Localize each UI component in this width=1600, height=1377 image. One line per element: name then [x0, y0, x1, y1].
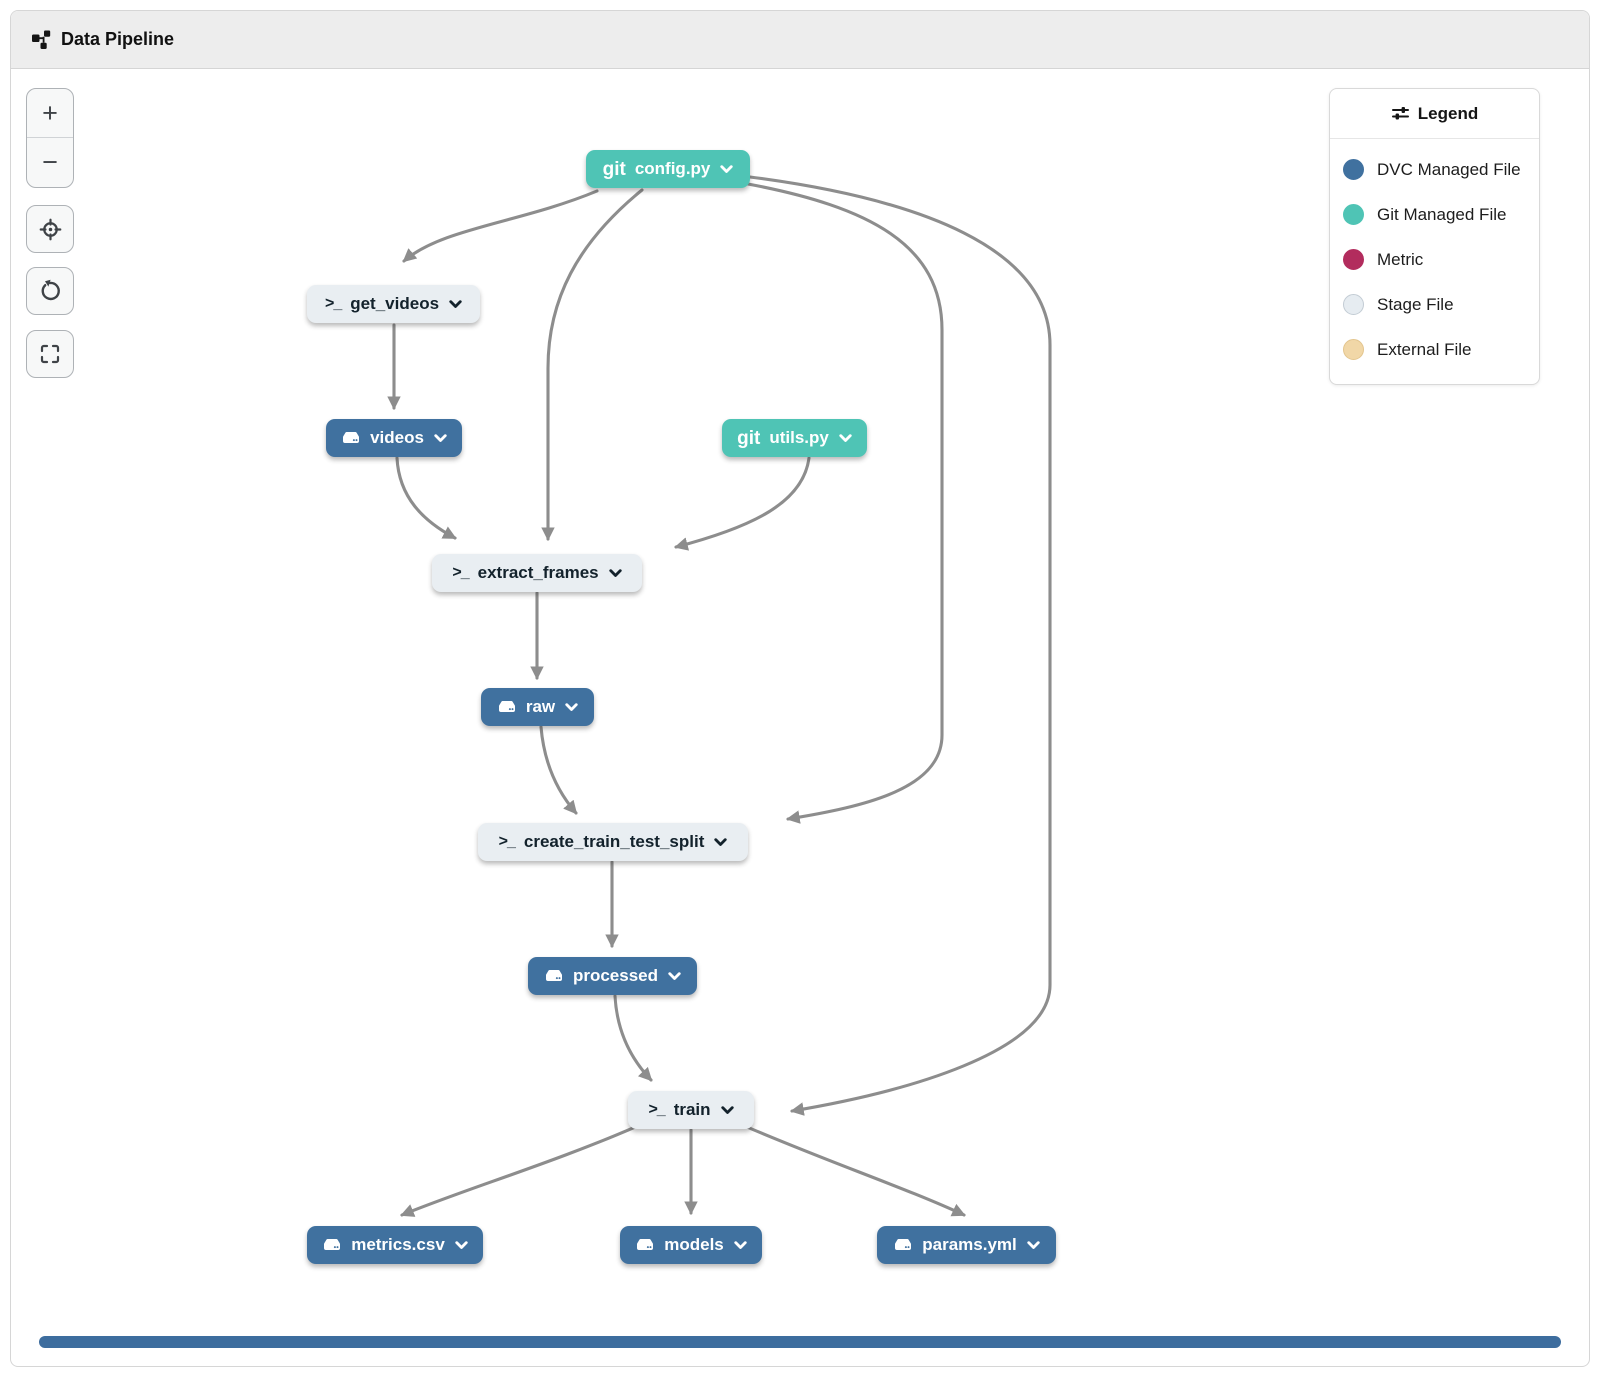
chevron-down-icon[interactable] — [720, 1105, 734, 1115]
legend-item-label: DVC Managed File — [1377, 159, 1521, 179]
node-label: videos — [370, 428, 424, 447]
git-icon: git — [602, 158, 626, 180]
chevron-down-icon[interactable] — [714, 837, 728, 847]
rotate-ccw-icon — [41, 279, 60, 301]
edge-config-to-get_videos — [402, 189, 599, 263]
legend-item: Git Managed File — [1330, 192, 1539, 237]
drive-icon — [637, 1238, 654, 1250]
terminal-icon: >_ — [324, 295, 342, 312]
legend-color-dot — [1343, 339, 1364, 360]
minus-icon: − — [42, 147, 58, 177]
legend-item-label: Metric — [1377, 249, 1424, 269]
drive-icon — [545, 969, 562, 981]
edge-train-to-metrics — [400, 1122, 644, 1217]
node-label: train — [673, 1100, 711, 1119]
edge-train-to-params — [738, 1122, 966, 1217]
edge-config-to-train — [748, 175, 1052, 1116]
chevron-down-icon[interactable] — [839, 433, 852, 443]
node-label: models — [664, 1235, 724, 1254]
terminal-icon: >_ — [648, 1101, 665, 1118]
edge-raw-to-create_split — [539, 725, 578, 815]
node-label: params.yml — [922, 1235, 1017, 1254]
node-label: processed — [572, 966, 659, 985]
fullscreen-button[interactable] — [26, 330, 74, 378]
edge-config-to-create_split — [746, 182, 944, 824]
edge-config-to-extract_frames — [541, 188, 644, 541]
drive-icon — [343, 431, 360, 443]
chevron-down-icon[interactable] — [668, 971, 681, 981]
chevron-down-icon[interactable] — [608, 568, 622, 578]
legend-item: Stage File — [1330, 282, 1539, 327]
chevron-down-icon[interactable] — [455, 1240, 468, 1250]
legend-item-label: Stage File — [1377, 294, 1454, 314]
dag-icon — [32, 30, 51, 49]
horizontal-scrollbar[interactable] — [39, 1336, 1561, 1348]
zoom-out-button[interactable]: − — [27, 138, 73, 187]
edge-processed-to-train — [613, 994, 653, 1082]
zoom-control-group: + − — [26, 88, 74, 188]
node-label: extract_frames — [477, 563, 599, 582]
legend-color-dot — [1343, 249, 1364, 270]
drive-icon — [895, 1238, 912, 1250]
node-extract_frames[interactable]: >_ extract_frames — [432, 554, 642, 592]
node-label: raw — [525, 697, 556, 716]
node-get_videos[interactable]: >_ get_videos — [307, 285, 480, 323]
chevron-down-icon[interactable] — [565, 702, 578, 712]
chevron-down-icon[interactable] — [734, 1240, 747, 1250]
chevron-down-icon[interactable] — [720, 164, 734, 174]
legend-item-label: Git Managed File — [1377, 204, 1507, 224]
sliders-icon — [1391, 107, 1409, 120]
panel-header: Data Pipeline — [11, 11, 1589, 69]
drive-icon — [324, 1238, 341, 1250]
git-icon: git — [737, 427, 761, 449]
legend-item: Metric — [1330, 237, 1539, 282]
node-label: get_videos — [350, 294, 440, 313]
legend-color-dot — [1343, 294, 1364, 315]
legend-color-dot — [1343, 159, 1364, 180]
node-params[interactable]: params.yml — [877, 1226, 1056, 1264]
legend-header: Legend — [1330, 89, 1539, 139]
edge-utils-to-extract_frames — [674, 456, 811, 551]
reset-view-button[interactable] — [26, 267, 74, 315]
page-title: Data Pipeline — [61, 29, 175, 49]
zoom-in-button[interactable]: + — [27, 89, 73, 139]
node-label: utils.py — [769, 428, 829, 447]
legend-item: External File — [1330, 327, 1539, 372]
terminal-icon: >_ — [498, 833, 516, 850]
legend-color-dot — [1343, 204, 1364, 225]
node-processed[interactable]: processed — [528, 957, 697, 995]
center-view-button[interactable] — [26, 205, 74, 253]
edge-videos-to-extract_frames — [395, 456, 457, 540]
node-utils[interactable]: git utils.py — [722, 419, 867, 457]
legend-item-label: External File — [1377, 339, 1472, 359]
legend-title: Legend — [1417, 103, 1479, 123]
plus-icon: + — [42, 97, 58, 128]
node-create_split[interactable]: >_ create_train_test_split — [478, 823, 748, 861]
drive-icon — [498, 700, 515, 712]
legend-item: DVC Managed File — [1330, 147, 1539, 192]
node-label: metrics.csv — [351, 1235, 445, 1254]
crosshair-icon — [39, 218, 61, 240]
node-models[interactable]: models — [620, 1226, 762, 1264]
node-config[interactable]: git config.py — [586, 150, 750, 188]
node-train[interactable]: >_ train — [628, 1091, 754, 1129]
fullscreen-icon — [40, 344, 60, 364]
node-label: config.py — [634, 159, 711, 178]
chevron-down-icon[interactable] — [434, 433, 447, 443]
chevron-down-icon[interactable] — [1027, 1240, 1040, 1250]
node-videos[interactable]: videos — [326, 419, 462, 457]
node-metrics[interactable]: metrics.csv — [307, 1226, 483, 1264]
chevron-down-icon[interactable] — [449, 299, 462, 309]
node-raw[interactable]: raw — [481, 688, 594, 726]
node-label: create_train_test_split — [523, 832, 705, 851]
terminal-icon: >_ — [452, 564, 469, 581]
